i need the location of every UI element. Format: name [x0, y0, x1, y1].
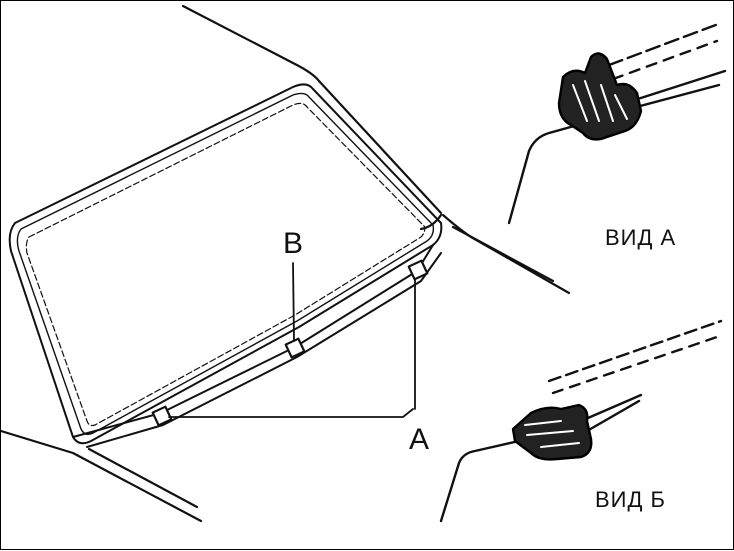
- view-a-detail: [507, 21, 727, 225]
- clip-b-center: [284, 337, 306, 359]
- windshield-outline: [8, 83, 443, 445]
- label-view-a: ВИД А: [605, 225, 676, 250]
- label-point-b: В: [283, 227, 303, 260]
- clips: [151, 259, 429, 427]
- view-b-detail: [439, 319, 723, 523]
- label-view-b: ВИД Б: [595, 487, 666, 512]
- clip-a-left: [151, 405, 173, 427]
- clip-a-right: [407, 259, 429, 281]
- car-body-lines: [1, 4, 571, 523]
- view-a-seal: [557, 52, 643, 141]
- leader-lines: [168, 262, 416, 418]
- label-point-a: А: [409, 423, 429, 456]
